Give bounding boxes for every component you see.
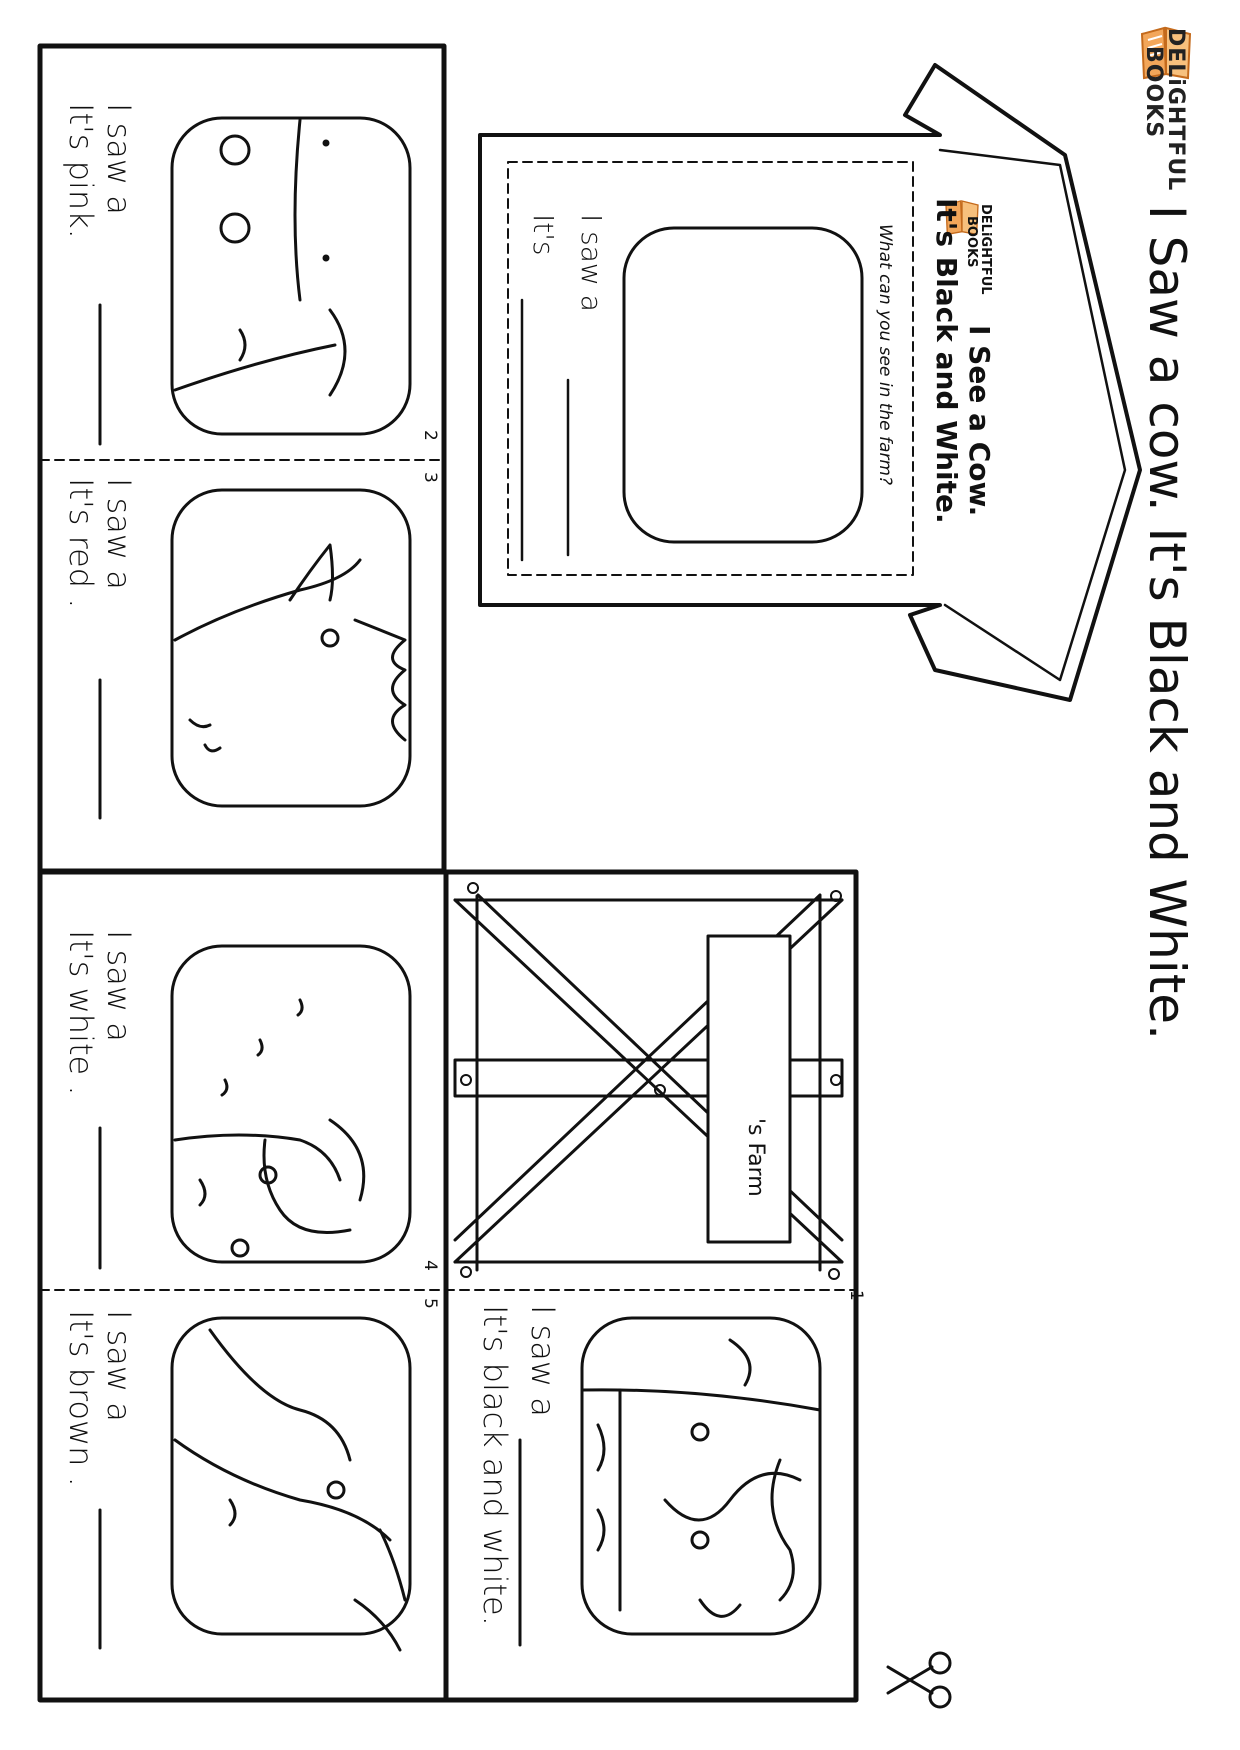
page-2-line-1: I saw a (100, 103, 138, 215)
book-icon (945, 200, 979, 236)
brand-logo: DELiGHTFUL BOOKS (1138, 24, 1218, 191)
farm-sign-label: 's Farm (743, 1118, 768, 1197)
cover-prompt: What can you see in the farm? (875, 224, 895, 486)
cover-title-2: It's Black and White. (930, 198, 963, 524)
page-number-1: 1 (846, 1290, 866, 1301)
scissors-icon (886, 1651, 952, 1709)
cover-line-2: It's (527, 214, 560, 256)
page-number-4: 4 (420, 1260, 440, 1271)
book-icon (1140, 26, 1192, 80)
page-4-line-2: It's white . (62, 930, 100, 1096)
cover-brand-line-1: DELiGHTFUL (978, 204, 993, 295)
cover-line-1: I saw a (575, 214, 608, 312)
cover-logo: DELiGHTFUL BOOKS (930, 198, 1010, 318)
page-3-line-2: It's red . (62, 478, 100, 609)
page-3-line-1: I saw a (100, 478, 138, 590)
page-number-2: 2 (420, 430, 440, 441)
page-number-3: 3 (420, 472, 440, 483)
cover-brand-line-2: BOOKS (964, 216, 979, 268)
page-1-line-1: I saw a (524, 1305, 562, 1417)
page-5-line-1: I saw a (100, 1310, 138, 1422)
page-1-line-2: It's black and white. (476, 1305, 514, 1626)
page-4-line-1: I saw a (100, 930, 138, 1042)
page-2-line-2: It's pink. (62, 103, 100, 239)
cover-title-1: I See a Cow. (963, 325, 996, 517)
page-5-line-2: It's brown . (62, 1310, 100, 1487)
page-number-5: 5 (420, 1298, 440, 1309)
